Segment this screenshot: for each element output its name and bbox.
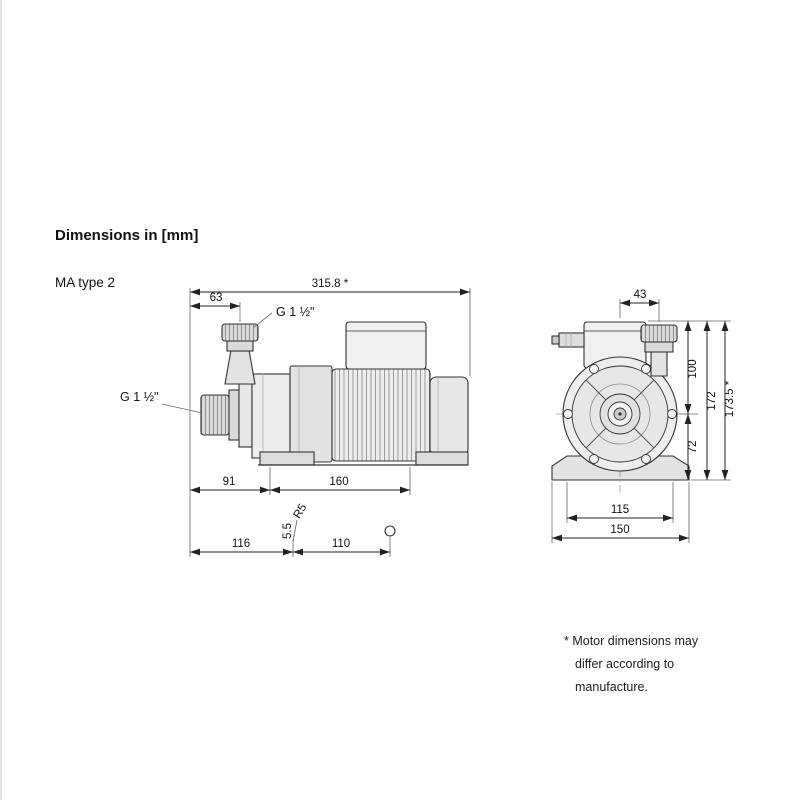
pump-casing: [251, 373, 291, 459]
discharge-port-neck: [224, 349, 256, 385]
footnote-line-1: * Motor dimensions may: [564, 634, 699, 648]
side-view: [200, 321, 469, 466]
flange-bolt: [563, 409, 573, 419]
leader-line: [253, 312, 273, 328]
model-type-label: MA type 2: [55, 275, 116, 290]
suction-union-nut: [228, 389, 240, 441]
dim-base-length: 160: [329, 476, 348, 488]
dim-slot-offset: 116: [232, 538, 250, 550]
page-left-edge: [0, 0, 2, 800]
rib-line: [585, 427, 607, 449]
discharge-union-nut: [226, 340, 254, 352]
slot-leader-line: [292, 519, 298, 543]
rib-line: [633, 379, 655, 401]
cable-gland: [558, 332, 585, 348]
center-point: [618, 412, 622, 416]
footnote: * Motor dimensions may differ according …: [564, 630, 749, 699]
flange-bolt: [641, 454, 651, 464]
front-foot: [259, 451, 315, 466]
dim-foot-hole-spacing: 115: [611, 504, 629, 516]
flange-bolt: [667, 409, 677, 419]
dim-base-width: 150: [610, 524, 629, 536]
rear-bearing-cover: [429, 376, 469, 456]
discharge-union-nut-front: [644, 341, 674, 353]
suction-port-thread-label: G 1 ½": [120, 390, 158, 404]
dim-total-height: 172: [706, 391, 718, 410]
dim-hole-spacing: 110: [332, 538, 350, 550]
dim-max-height: 173.5 *: [724, 380, 736, 417]
rib-line: [633, 427, 655, 449]
suction-cover-disc: [238, 382, 253, 448]
mounting-hole-symbol: [384, 525, 396, 537]
leader-line: [161, 403, 203, 414]
page-title: Dimensions in [mm]: [55, 227, 199, 244]
front-view-dimensions: 43 100 72 172 173.5 * 115 150: [551, 289, 736, 543]
discharge-neck-front: [650, 351, 668, 377]
discharge-port-cap: [221, 323, 259, 342]
suction-port-cap: [200, 394, 230, 436]
cable-gland-tip: [551, 335, 560, 345]
dim-port-offset: 43: [634, 289, 647, 301]
flange-bolt: [589, 454, 599, 464]
footnote-line-2: differ according to: [575, 657, 675, 671]
terminal-box: [345, 321, 427, 370]
footnote-line-3: manufacture.: [575, 680, 648, 694]
discharge-port-cap-front: [640, 324, 678, 343]
dim-overall-length: 315.8 *: [312, 278, 349, 290]
motor-body: [331, 368, 431, 462]
dim-slot-radius: R5: [291, 502, 309, 521]
lantern-bracket: [289, 365, 333, 463]
rear-foot: [415, 451, 469, 466]
dim-slot-width: 5.5: [282, 523, 294, 539]
discharge-port-thread-label: G 1 ½": [276, 305, 314, 319]
flange-bolt: [589, 364, 599, 374]
dim-upper-height: 100: [687, 359, 699, 378]
dim-center-height: 72: [687, 441, 699, 454]
dim-base-front: 91: [223, 476, 236, 488]
casing-circle: [589, 383, 651, 445]
flange-bolt: [641, 364, 651, 374]
dim-inlet-offset: 63: [210, 292, 223, 304]
front-view: [551, 321, 690, 492]
rib-line: [585, 379, 607, 401]
